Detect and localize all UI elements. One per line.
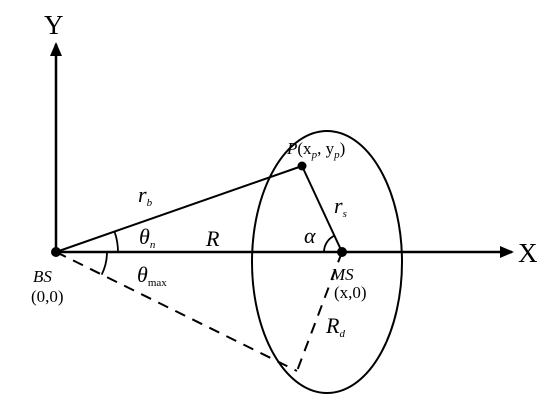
theta-n-arc [113,231,119,253]
alpha-label: α [304,223,316,248]
ms-label: MS [331,265,354,284]
bs-point [51,247,61,257]
bs-coord-label: (0,0) [31,287,64,306]
r-b-base: r [138,182,147,207]
line-p-to-ms [301,165,343,253]
y-axis-label: Y [44,10,64,40]
r-d-base: R [326,313,340,338]
p-label: P(xp, yp) [287,140,345,161]
bs-label: BS [33,267,52,286]
r-s-base: r [334,193,343,218]
r-s-sub: s [342,208,347,220]
alpha-arc [323,234,335,253]
r-d-sub: d [339,328,345,340]
p-sub-1: p [311,149,318,161]
r-b-sub: b [146,197,153,209]
ms-coord-text: (x,0) [334,283,367,302]
ms-point [337,247,347,257]
theta-n-sub: n [149,239,156,251]
theta-max-base: θ [137,262,148,287]
theta-max-arc [100,251,108,275]
r-label: R [206,226,220,251]
coverage-ellipse [251,130,403,394]
p-label-prefix: P [287,139,298,158]
r-d-label: Rd [326,315,345,340]
theta-max-sub: max [147,277,167,289]
theta-n-base: θ [139,224,150,249]
theta-n-label: θn [139,226,155,251]
r-b-label: rb [138,184,152,209]
p-close: ) [339,139,346,158]
p-label-body: (x [297,139,312,158]
dashed-rd-line [296,251,343,372]
p-sub-2: p [334,149,340,161]
p-point [297,161,307,171]
dashed-max-line [55,251,298,372]
ms-coord-label: (x,0) [334,284,367,301]
theta-max-label: θmax [137,264,167,289]
r-s-label: rs [334,195,347,220]
p-sep: , y [317,139,335,158]
x-axis-label: X [518,238,538,268]
line-bs-to-p [55,165,303,253]
